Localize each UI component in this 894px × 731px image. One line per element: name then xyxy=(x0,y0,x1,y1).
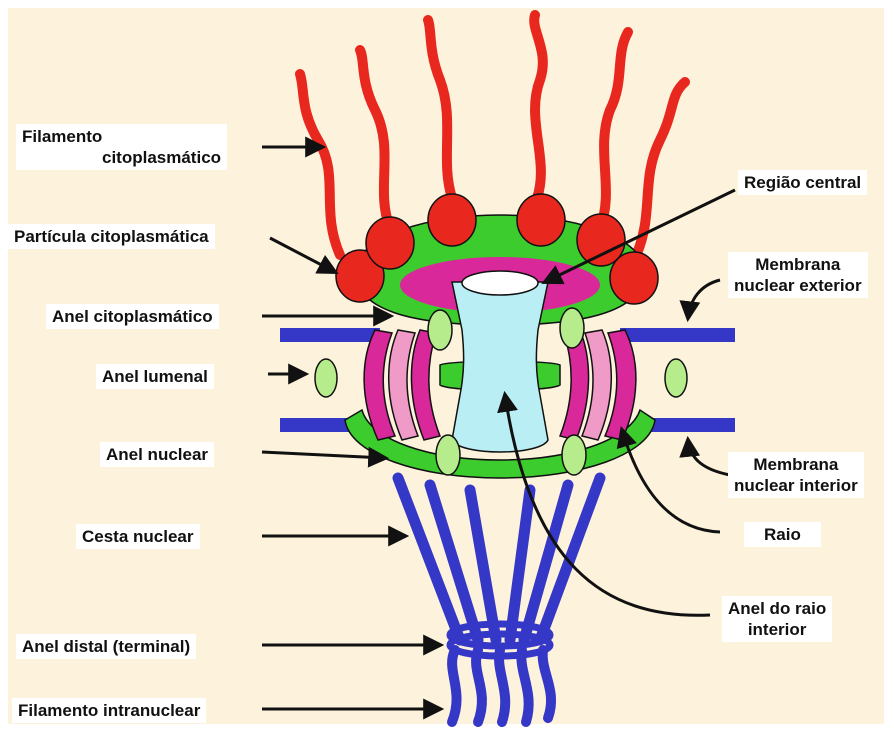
label-filamento-citoplasmatico-line2: citoplasmático xyxy=(22,147,221,168)
central-region-top xyxy=(462,271,538,295)
label-cesta-nuclear: Cesta nuclear xyxy=(76,524,200,549)
label-anel-raio-interior: Anel do raio interior xyxy=(722,596,832,642)
label-membrana-exterior: Membrana nuclear exterior xyxy=(728,252,868,298)
label-raio: Raio xyxy=(744,522,821,547)
label-anel-raio-interior-line2: interior xyxy=(728,619,826,640)
label-anel-distal: Anel distal (terminal) xyxy=(16,634,196,659)
label-filamento-intranuclear: Filamento intranuclear xyxy=(12,698,206,723)
label-membrana-exterior-line2: nuclear exterior xyxy=(734,275,862,296)
spokes-left xyxy=(364,330,440,440)
central-region xyxy=(452,282,548,452)
label-anel-raio-interior-line1: Anel do raio xyxy=(728,598,826,619)
label-anel-citoplasmatico: Anel citoplasmático xyxy=(46,304,219,329)
label-anel-lumenal: Anel lumenal xyxy=(96,364,214,389)
label-particula-citoplasmatica: Partícula citoplasmática xyxy=(8,224,215,249)
label-anel-nuclear: Anel nuclear xyxy=(100,442,214,467)
label-membrana-interior-line2: nuclear interior xyxy=(734,475,858,496)
label-filamento-citoplasmatico: Filamento citoplasmático xyxy=(16,124,227,170)
label-regiao-central: Região central xyxy=(738,170,867,195)
label-membrana-interior: Membrana nuclear interior xyxy=(728,452,864,498)
label-membrana-interior-line1: Membrana xyxy=(734,454,858,475)
label-membrana-exterior-line1: Membrana xyxy=(734,254,862,275)
label-filamento-citoplasmatico-line1: Filamento xyxy=(22,126,221,147)
